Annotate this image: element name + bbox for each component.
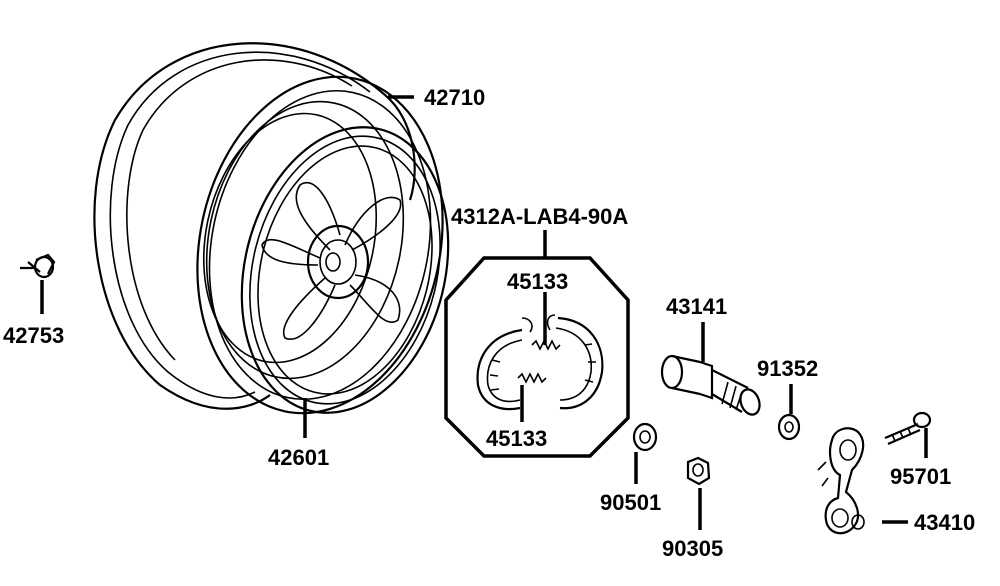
brake-arm-drawing [817,427,865,535]
washer-axle-drawing [777,413,801,441]
label-rim: 42601 [268,445,329,470]
part-labels: 42710 42753 42601 4312A-LAB4-90A 45133 4… [3,85,975,561]
rim-drawing [240,126,450,414]
label-bolt: 95701 [890,464,951,489]
label-shoe-set: 4312A-LAB4-90A [451,204,628,229]
label-axle: 43141 [666,294,727,319]
label-spring-bottom: 45133 [486,426,547,451]
axle-drawing [660,354,761,416]
valve-drawing [20,253,56,279]
label-spring-top: 45133 [507,269,568,294]
tire-drawing [93,42,444,415]
brake-shoe-box [444,256,630,458]
washer-drawing [632,422,658,452]
label-tire: 42710 [424,85,485,110]
label-valve: 42753 [3,323,64,348]
leader-lines [40,95,928,530]
label-washer: 90501 [600,490,661,515]
label-washer-axle: 91352 [757,356,818,381]
label-nut: 90305 [662,536,723,561]
nut-drawing [686,456,711,486]
label-brake-arm: 43410 [914,510,975,535]
bolt-drawing [884,411,932,446]
